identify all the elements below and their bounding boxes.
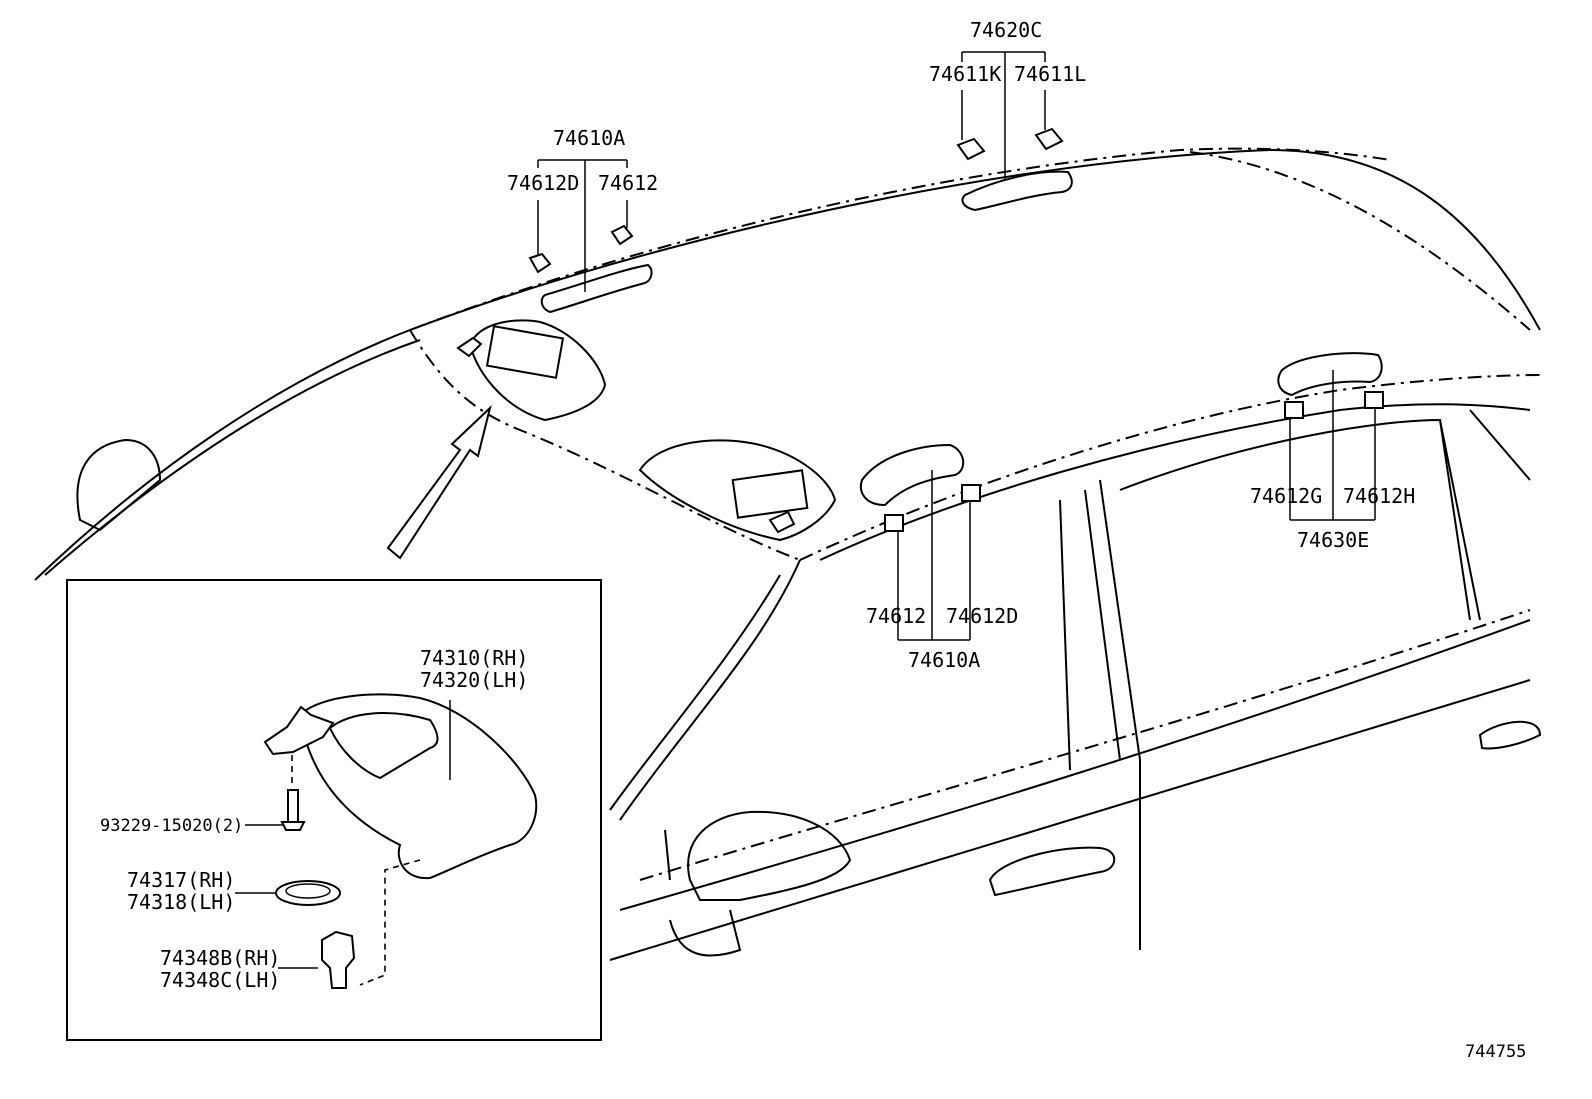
label-screw: 93229-15020(2) [100, 816, 243, 836]
label-74610A-top: 74610A [553, 126, 625, 150]
label-74610A-mid: 74610A [908, 648, 980, 672]
label-holder-rh: 74348B(RH) [160, 946, 280, 970]
label-visor-lh: 74320(LH) [420, 668, 528, 692]
label-74612D-top: 74612D [507, 171, 579, 195]
assist-grip-rear-top [956, 127, 1073, 212]
label-holder-lh: 74348C(LH) [160, 968, 280, 992]
callouts-mid: 74612 74612D 74610A [866, 470, 1018, 672]
label-74612G: 74612G [1250, 484, 1322, 508]
callouts-top: 74620C 74611K 74611L 74610A 74612D 74612 [507, 18, 1086, 292]
assist-grip-front-left [528, 224, 653, 314]
sun-visor-left-on-car [456, 319, 607, 422]
assist-grip-front-right [860, 443, 981, 532]
label-74611L: 74611L [1014, 62, 1086, 86]
label-cover-rh: 74317(RH) [127, 868, 235, 892]
label-74611K: 74611K [929, 62, 1001, 86]
label-74630E: 74630E [1297, 528, 1369, 552]
assist-grip-rear-right [1277, 352, 1384, 419]
label-74612-mid: 74612 [866, 604, 926, 628]
diagram-id: 744755 [1465, 1042, 1526, 1062]
car-body-outline [34, 147, 1542, 961]
label-cover-lh: 74318(LH) [127, 890, 235, 914]
label-74612H: 74612H [1343, 484, 1415, 508]
callouts-right: 74612G 74612H 74630E [1250, 370, 1415, 552]
label-74612D-mid: 74612D [946, 604, 1018, 628]
label-74612-top: 74612 [598, 171, 658, 195]
label-visor-rh: 74310(RH) [420, 646, 528, 670]
inset-detail: 74310(RH) 74320(LH) 93229-15020(2) 74317… [66, 579, 602, 1041]
detail-arrow [386, 404, 492, 560]
label-74620C: 74620C [970, 18, 1042, 42]
sun-visor-right-on-car [638, 439, 837, 542]
